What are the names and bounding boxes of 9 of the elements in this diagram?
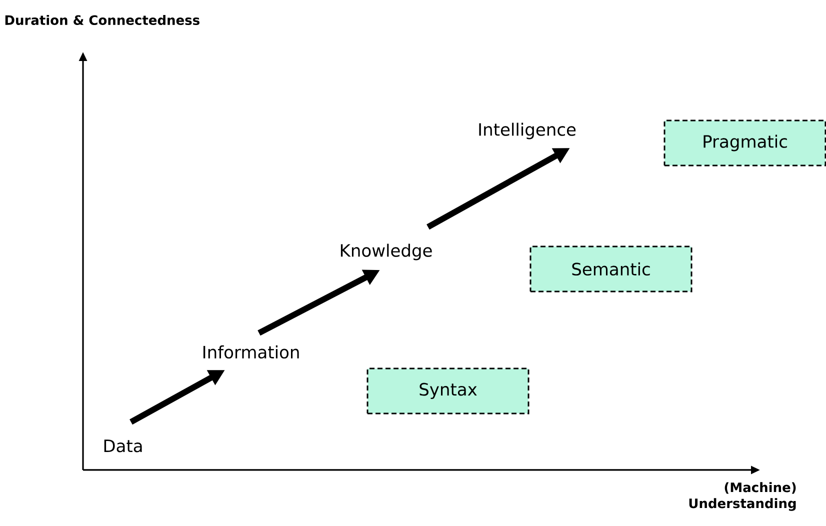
axis-title: (Machine) Understanding — [689, 482, 796, 511]
axis-title: Duration & Connectedness — [5, 14, 200, 26]
stage-label: Intelligence — [479, 122, 576, 140]
dashed-box: Syntax — [366, 368, 530, 414]
dashed-box: Semantic — [530, 246, 692, 292]
dashed-box: Pragmatic — [664, 120, 826, 166]
stage-label: Information — [203, 345, 299, 359]
stage-label: Knowledge — [340, 244, 432, 260]
stage-label: Data — [104, 440, 142, 452]
